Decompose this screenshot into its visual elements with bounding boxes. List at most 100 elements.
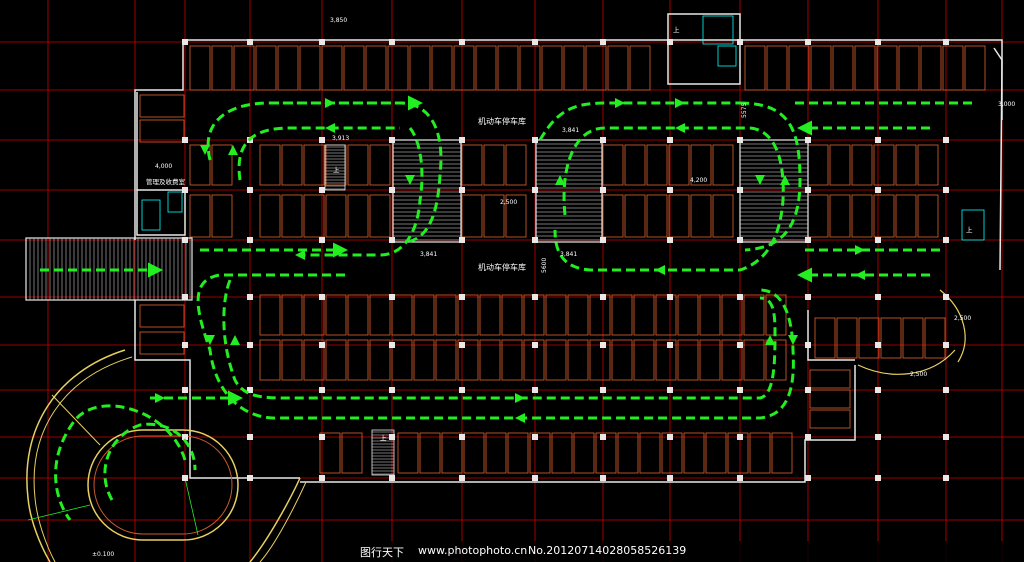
column [737, 434, 743, 440]
flow-arrowhead [155, 393, 165, 403]
dim-3841-a: 3,841 [562, 127, 579, 134]
column [247, 434, 253, 440]
parking-stall [668, 144, 690, 186]
column [532, 434, 538, 440]
parking-stall [611, 339, 633, 381]
parking-stall [347, 194, 369, 238]
column [737, 387, 743, 393]
parking-stall [463, 432, 485, 474]
parking-stall [807, 194, 829, 238]
parking-stall [607, 45, 629, 91]
parking-stall [233, 45, 255, 91]
parking-stall [457, 294, 479, 336]
parking-stall [507, 432, 529, 474]
parking-stall [633, 339, 655, 381]
column [247, 342, 253, 348]
parking-stall [347, 339, 369, 381]
parking-stall [661, 432, 683, 474]
flow-arrowhead [515, 393, 525, 403]
column [600, 137, 606, 143]
parking-stall [505, 144, 527, 186]
column [737, 294, 743, 300]
column [389, 294, 395, 300]
dim-2500-a: 2,500 [500, 199, 517, 206]
flow-arrowhead [675, 98, 685, 108]
parking-stall [690, 144, 712, 186]
column [943, 475, 949, 481]
parking-stall [529, 432, 551, 474]
parking-stall [655, 294, 677, 336]
column [875, 187, 881, 193]
parking-stall [501, 339, 523, 381]
parking-stall [321, 45, 343, 91]
column [319, 387, 325, 393]
column [805, 39, 811, 45]
parking-stall [497, 45, 519, 91]
column [943, 39, 949, 45]
column [532, 39, 538, 45]
flow-arrowhead [295, 250, 305, 260]
parking-stall [807, 144, 829, 186]
dim-4200: 4,200 [690, 177, 707, 184]
parking-stall [435, 339, 457, 381]
parking-stall [788, 45, 810, 91]
flow-arrowhead [205, 335, 215, 345]
elevation-0100: ±0.100 [92, 551, 114, 558]
column [600, 237, 606, 243]
parking-stall [646, 194, 668, 238]
parking-stall [624, 194, 646, 238]
column [600, 475, 606, 481]
column [459, 342, 465, 348]
flow-arrowhead [325, 123, 335, 133]
column [182, 387, 188, 393]
parking-stall [655, 339, 677, 381]
parking-stall [479, 294, 501, 336]
column [389, 137, 395, 143]
parking-stall [611, 294, 633, 336]
parking-stall [211, 194, 233, 238]
column [737, 187, 743, 193]
parking-stall [567, 294, 589, 336]
column [247, 387, 253, 393]
dim-3913: 3,913 [332, 135, 349, 142]
parking-stall [721, 294, 743, 336]
column [943, 342, 949, 348]
parking-stall [895, 144, 917, 186]
stair-cores [141, 15, 985, 476]
column [667, 294, 673, 300]
column [319, 237, 325, 243]
parking-stall [624, 144, 646, 186]
column [459, 39, 465, 45]
parking-stall [139, 304, 185, 328]
watermark-site: 图行天下 [360, 546, 404, 559]
parking-stalls [139, 45, 986, 474]
column [532, 294, 538, 300]
parking-stall [303, 294, 325, 336]
flow-arrowhead [228, 145, 238, 155]
column [532, 137, 538, 143]
column [667, 387, 673, 393]
column [805, 342, 811, 348]
parking-stall [259, 339, 281, 381]
column [600, 187, 606, 193]
parking-stall [461, 144, 483, 186]
parking-stall [876, 45, 898, 91]
parking-stall [898, 45, 920, 91]
parking-stall [303, 144, 325, 186]
parking-stall [563, 45, 585, 91]
parking-stall [809, 409, 851, 429]
parking-stall [721, 339, 743, 381]
parking-stall [413, 339, 435, 381]
column [182, 294, 188, 300]
parking-stall [551, 432, 573, 474]
parking-stall [602, 144, 624, 186]
parking-stall [873, 144, 895, 186]
column [247, 39, 253, 45]
column [319, 39, 325, 45]
column [875, 387, 881, 393]
column [459, 187, 465, 193]
column [875, 475, 881, 481]
column [805, 294, 811, 300]
parking-stall [435, 294, 457, 336]
flow-arrowhead [655, 265, 665, 275]
